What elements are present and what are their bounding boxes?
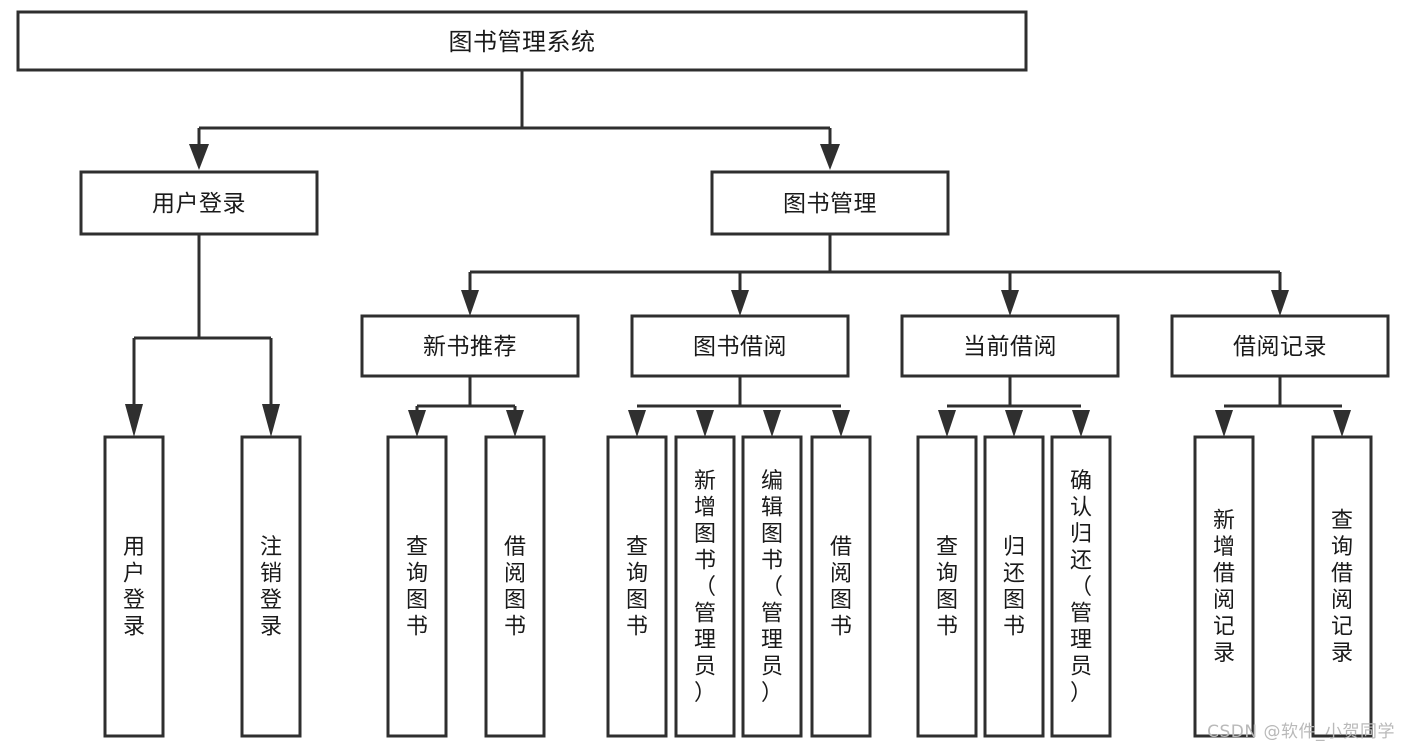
leaf-node[interactable]: 查询图书 — [916, 435, 978, 738]
leaf-label: 借阅图书 — [830, 535, 852, 640]
leaf-group-new-book-recommend: 查询图书 借阅图书 — [386, 435, 546, 738]
leaf-label: 确认归还（管理员） — [1070, 469, 1092, 706]
leaf-node[interactable]: 查询图书 — [606, 435, 668, 738]
node-borrow-record-label: 借阅记录 — [1233, 334, 1327, 360]
leaf-label: 注销登录 — [260, 535, 282, 640]
arrow-head-book-manage — [820, 144, 840, 170]
leaf-box[interactable] — [674, 435, 736, 738]
node-current-borrow-label: 当前借阅 — [963, 334, 1057, 360]
arrow-head-leaf-cb-2 — [1005, 410, 1023, 437]
csdn-watermark: CSDN @软件_小贺同学 — [1207, 722, 1395, 742]
node-current-borrow[interactable]: 当前借阅 — [900, 314, 1120, 378]
leaf-label: 查询图书 — [626, 535, 648, 640]
node-root[interactable]: 图书管理系统 — [16, 10, 1028, 72]
node-book-borrow-label: 图书借阅 — [693, 334, 787, 360]
leaf-box[interactable] — [916, 435, 978, 738]
node-book-borrow[interactable]: 图书借阅 — [630, 314, 850, 378]
arrow-head-leaf-bb-1 — [628, 410, 646, 437]
connector-group-book-borrow — [628, 376, 850, 437]
leaf-group-book-borrow: 查询图书 新增图书（管理员） 编辑图书（管理员） 借阅图书 — [606, 435, 872, 738]
leaf-node[interactable]: 新增借阅记录 — [1193, 435, 1255, 738]
leaf-node[interactable]: 用户登录 — [103, 435, 165, 738]
leaf-label: 查询借阅记录 — [1331, 509, 1353, 667]
connector-group-book-manage — [461, 234, 1289, 316]
leaf-group-borrow-record: 新增借阅记录 查询借阅记录 — [1193, 435, 1373, 738]
arrow-head-current-borrow — [1001, 290, 1019, 316]
leaf-box[interactable] — [103, 435, 165, 738]
leaf-group-user-login: 用户登录 注销登录 — [103, 435, 302, 738]
arrow-head-book-borrow — [731, 290, 749, 316]
leaf-label: 查询图书 — [406, 535, 428, 640]
arrow-head-leaf-nbr-2 — [506, 410, 524, 437]
arrow-head-leaf-user-login-1 — [125, 404, 143, 437]
connector-group-new-book-recommend — [408, 376, 524, 437]
node-book-manage-box[interactable] — [710, 170, 950, 236]
node-book-borrow-box[interactable] — [630, 314, 850, 378]
connector-group-current-borrow — [938, 376, 1090, 437]
leaf-label: 查询图书 — [936, 535, 958, 640]
node-book-manage[interactable]: 图书管理 — [710, 170, 950, 236]
leaf-box[interactable] — [606, 435, 668, 738]
leaf-node[interactable]: 注销登录 — [240, 435, 302, 738]
leaf-node[interactable]: 查询借阅记录 — [1311, 435, 1373, 738]
leaf-box[interactable] — [1193, 435, 1255, 738]
leaf-box[interactable] — [240, 435, 302, 738]
leaf-node[interactable]: 归还图书 — [983, 435, 1045, 738]
node-user-login-box[interactable] — [79, 170, 319, 236]
leaf-node[interactable]: 查询图书 — [386, 435, 448, 738]
arrow-head-leaf-bb-3 — [763, 410, 781, 437]
leaf-label: 借阅图书 — [504, 535, 526, 640]
leaf-box[interactable] — [810, 435, 872, 738]
leaf-group-current-borrow: 查询图书 归还图书 确认归还（管理员） — [916, 435, 1112, 738]
node-user-login[interactable]: 用户登录 — [79, 170, 319, 236]
arrow-head-leaf-br-2 — [1333, 410, 1351, 437]
leaf-box[interactable] — [1050, 435, 1112, 738]
node-root-box[interactable] — [16, 10, 1028, 72]
node-new-book-recommend[interactable]: 新书推荐 — [360, 314, 580, 378]
arrow-head-leaf-cb-1 — [938, 410, 956, 437]
connector-group-root — [189, 70, 840, 170]
arrow-head-leaf-nbr-1 — [408, 410, 426, 437]
leaf-label: 归还图书 — [1003, 535, 1025, 640]
leaf-label: 编辑图书（管理员） — [761, 469, 783, 706]
arrow-head-borrow-record — [1271, 290, 1289, 316]
leaf-box[interactable] — [386, 435, 448, 738]
arrow-head-leaf-bb-4 — [832, 410, 850, 437]
node-current-borrow-box[interactable] — [900, 314, 1120, 378]
arrow-head-leaf-user-login-2 — [262, 404, 280, 437]
leaf-box[interactable] — [1311, 435, 1373, 738]
connector-group-user-login — [125, 234, 280, 437]
node-new-book-recommend-box[interactable] — [360, 314, 580, 378]
node-root-label: 图书管理系统 — [449, 28, 596, 56]
node-user-login-label: 用户登录 — [152, 191, 246, 217]
leaf-label: 新增借阅记录 — [1213, 509, 1235, 667]
leaf-node[interactable]: 新增图书（管理员） — [674, 435, 736, 738]
leaf-node[interactable]: 编辑图书（管理员） — [741, 435, 803, 738]
leaf-label: 新增图书（管理员） — [694, 469, 716, 706]
arrow-head-new-book-recommend — [461, 290, 479, 316]
node-borrow-record[interactable]: 借阅记录 — [1170, 314, 1390, 378]
node-book-manage-label: 图书管理 — [783, 191, 877, 217]
leaf-box[interactable] — [983, 435, 1045, 738]
leaf-box[interactable] — [484, 435, 546, 738]
leaf-box[interactable] — [741, 435, 803, 738]
leaf-node[interactable]: 借阅图书 — [810, 435, 872, 738]
node-borrow-record-box[interactable] — [1170, 314, 1390, 378]
leaf-node[interactable]: 确认归还（管理员） — [1050, 435, 1112, 738]
arrow-head-user-login — [189, 144, 209, 170]
arrow-head-leaf-cb-3 — [1072, 410, 1090, 437]
leaf-node[interactable]: 借阅图书 — [484, 435, 546, 738]
arrow-head-leaf-br-1 — [1215, 410, 1233, 437]
node-new-book-recommend-label: 新书推荐 — [423, 334, 517, 360]
connector-group-borrow-record — [1215, 376, 1351, 437]
leaf-label: 用户登录 — [123, 535, 145, 640]
arrow-head-leaf-bb-2 — [696, 410, 714, 437]
